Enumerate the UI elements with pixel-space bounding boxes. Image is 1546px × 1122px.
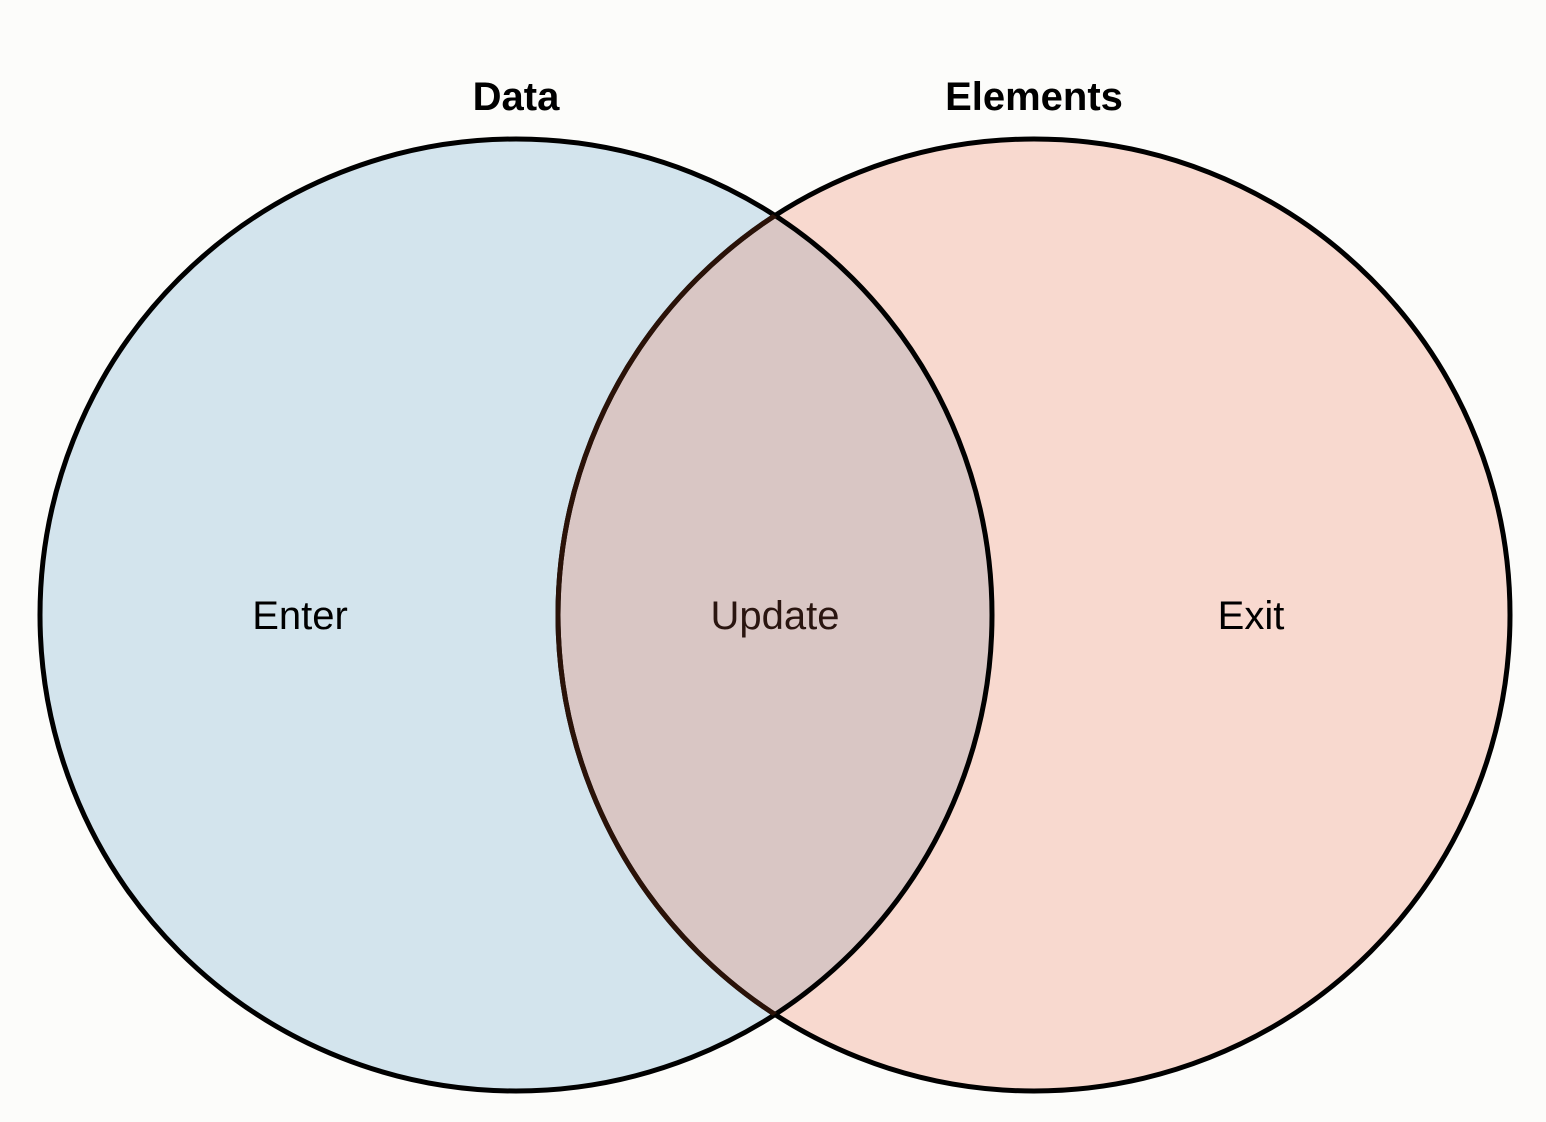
data-set-title: Data [473, 75, 560, 119]
elements-set-title: Elements [945, 75, 1123, 119]
update-region-label: Update [711, 594, 840, 638]
enter-region-label: Enter [252, 594, 348, 638]
data-set-outline [37, 136, 995, 1094]
exit-region-label: Exit [1218, 594, 1285, 638]
overlap-region [558, 139, 992, 1091]
overlap-outline [555, 139, 992, 1091]
